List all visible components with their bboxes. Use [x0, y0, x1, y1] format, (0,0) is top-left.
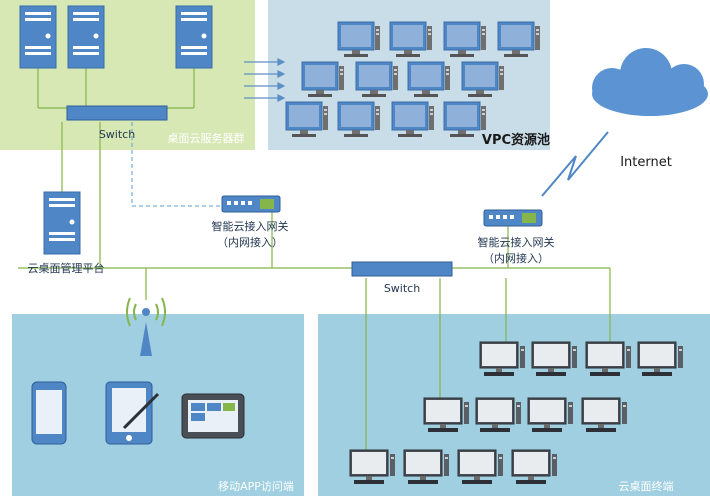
phone-icon	[31, 381, 67, 445]
terminals-zone-label: 云桌面终端	[619, 479, 674, 493]
gateway-right-title: 智能云接入网关	[478, 235, 555, 249]
gateway-left-title: 智能云接入网关	[212, 219, 289, 233]
vpc-arrows	[244, 58, 286, 102]
vpc-pool-label: VPC资源池	[482, 132, 550, 148]
gateway-right-icon	[483, 209, 543, 227]
server-cluster-label: 桌面云服务器群	[168, 131, 245, 145]
top-switch-icon	[66, 105, 168, 121]
tablet-pen-icon	[105, 381, 160, 445]
top-switch-label: Switch	[99, 128, 135, 141]
middle-switch-icon	[351, 261, 453, 277]
middle-switch-label: Switch	[384, 282, 420, 295]
connection-lines	[18, 68, 611, 460]
gateway-left-sub: （内网接入）	[217, 235, 283, 249]
management-platform-label: 云桌面管理平台	[28, 261, 105, 275]
internet-label: Internet	[620, 155, 672, 170]
gateway-right-sub: （内网接入）	[483, 251, 549, 265]
server-icon	[19, 5, 57, 69]
server-icon	[67, 5, 105, 69]
dashed-link	[131, 122, 224, 207]
lightning-icon	[541, 131, 609, 197]
wireless-tower-icon	[126, 297, 166, 356]
tablet-icon	[181, 393, 245, 439]
gateway-left-icon	[221, 195, 281, 213]
management-server-icon	[43, 191, 81, 255]
mobile-zone-label: 移动APP访问端	[218, 480, 294, 493]
internet-cloud-icon	[592, 48, 708, 116]
server-icon	[175, 5, 213, 69]
